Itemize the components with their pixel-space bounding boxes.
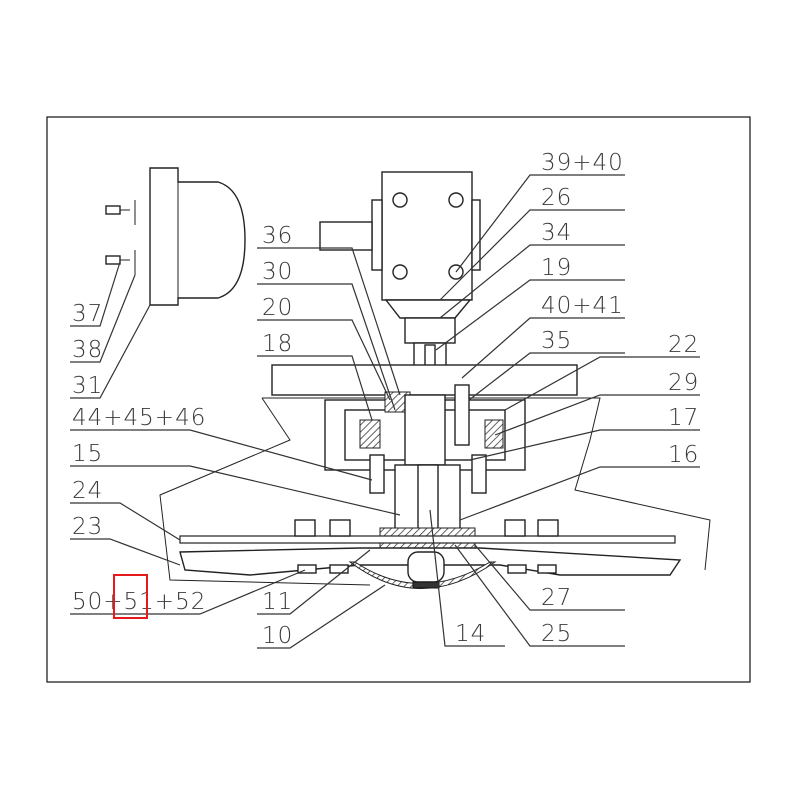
label-29: 29 [668,370,699,396]
label-35: 35 [541,328,572,354]
label-10: 10 [262,623,293,649]
diagram-frame [46,116,751,683]
leader-lines [70,174,700,649]
motor-drawing [105,167,246,306]
label-27: 27 [541,585,572,611]
label-11: 11 [262,589,293,615]
part-labels: 39+40 26 34 19 40+41 35 22 29 17 16 27 2… [72,150,699,649]
label-18: 18 [262,331,293,357]
label-26: 26 [541,185,572,211]
label-16: 16 [668,442,699,468]
label-38: 38 [72,337,103,363]
highlight-box-51 [113,574,148,619]
label-19: 19 [541,255,572,281]
label-22: 22 [668,332,699,358]
label-14: 14 [455,621,486,647]
label-36: 36 [262,223,293,249]
label-39-40: 39+40 [541,150,624,176]
label-17: 17 [668,405,699,431]
label-24: 24 [72,478,103,504]
label-37: 37 [72,301,103,327]
label-34: 34 [541,220,572,246]
housing-drawing [159,384,711,589]
label-20: 20 [262,295,293,321]
label-15: 15 [72,441,103,467]
label-50-51-52: 50+51+52 [72,589,206,615]
label-25: 25 [541,621,572,647]
label-30: 30 [262,259,293,285]
gearbox-drawing [271,171,578,396]
label-44-45-46: 44+45+46 [72,405,206,431]
label-23: 23 [72,514,103,540]
label-31: 31 [72,373,103,399]
label-40-41: 40+41 [541,293,624,319]
